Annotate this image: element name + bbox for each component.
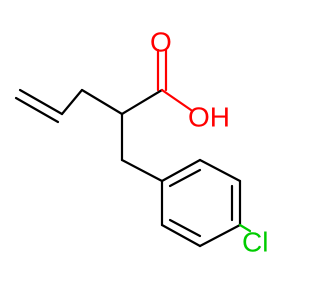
- benzyl-to-ring-bond: [120, 158, 164, 183]
- skeletal-formula: O OH Cl: [14, 26, 268, 257]
- ring-bond-4: [198, 223, 242, 248]
- ring-bond-2: [198, 158, 242, 183]
- vinyl-double-bond-main: [18, 88, 64, 116]
- hydroxyl-bond: [160, 88, 193, 112]
- chlorine-bond: [238, 223, 252, 233]
- vinyl-double-bond-inner: [14, 96, 60, 124]
- ring-inner-bond-1: [168, 168, 202, 188]
- allyl-bond-1: [60, 88, 84, 116]
- ring-inner-bond-3: [168, 218, 202, 238]
- carbonyl-oxygen-label: O: [150, 26, 172, 57]
- hydroxyl-label: OH: [188, 101, 230, 132]
- ring-bond-5: [160, 223, 202, 248]
- allyl-bond-2: [80, 88, 124, 116]
- chlorine-label: Cl: [242, 226, 268, 257]
- molecule-canvas: O OH Cl: [14, 26, 269, 258]
- ring-bond-1: [160, 158, 202, 183]
- alpha-to-carbonyl-bond: [120, 88, 164, 116]
